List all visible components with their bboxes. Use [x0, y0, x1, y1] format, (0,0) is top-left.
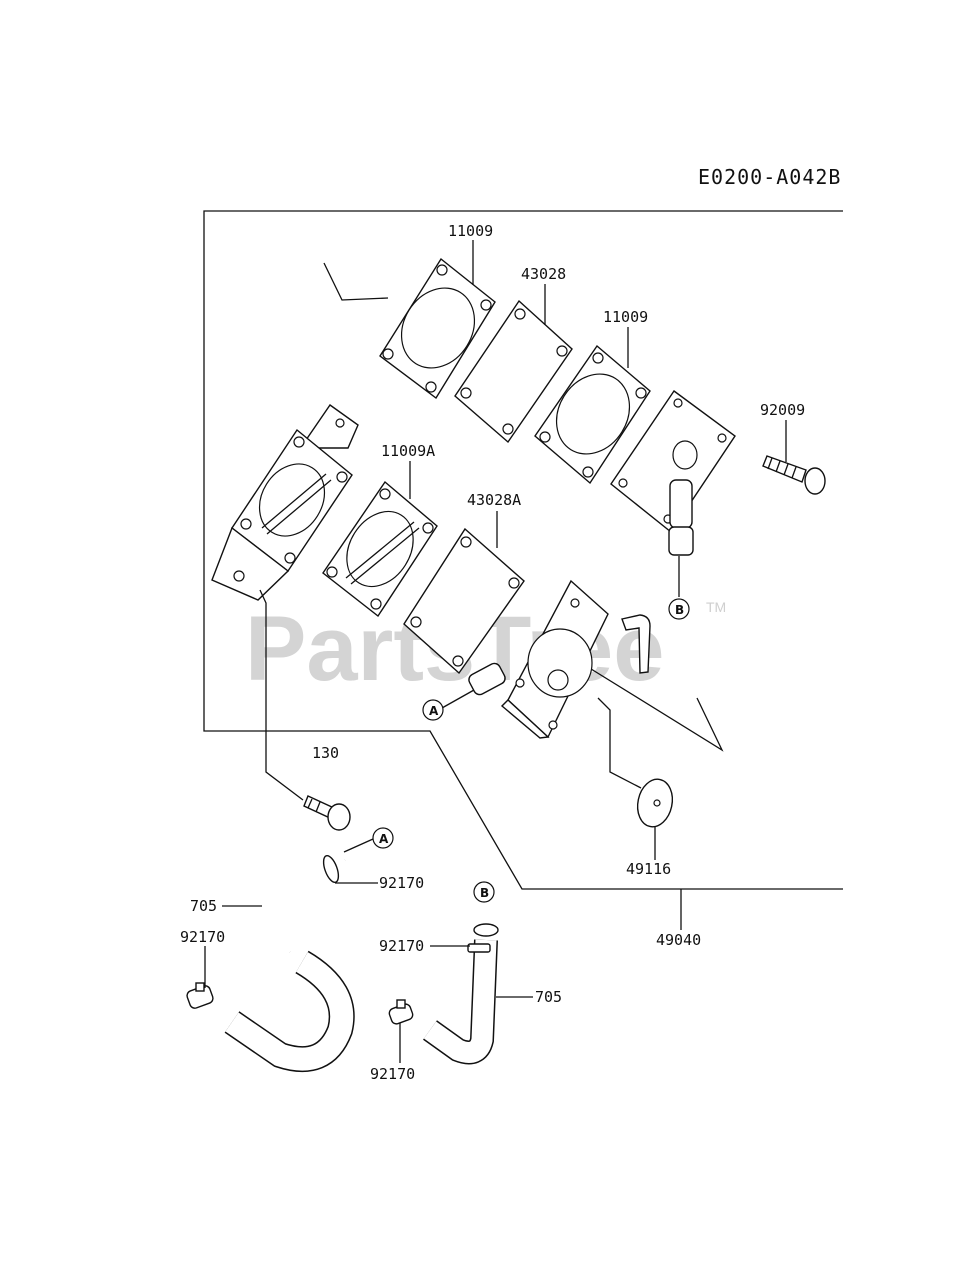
diaphragm-43028a[interactable]	[403, 527, 525, 675]
hose-705-left[interactable]	[224, 849, 355, 1073]
diagram-code: E0200-A042B	[698, 165, 841, 189]
label-49116: 49116	[626, 860, 671, 878]
svg-text:A: A	[379, 832, 389, 846]
label-92170-b: 92170	[180, 928, 225, 946]
valve-49116[interactable]	[633, 776, 676, 830]
assembly-frame	[203, 210, 843, 890]
clamp-92170-middle[interactable]	[388, 999, 414, 1025]
gasket-11009a[interactable]	[322, 480, 438, 618]
label-11009a: 11009A	[381, 442, 435, 460]
hose-705-right[interactable]	[423, 923, 499, 1065]
gasket-11009-right[interactable]	[534, 344, 651, 485]
clamp-92170-left[interactable]	[186, 982, 215, 1010]
pump-cover[interactable]	[610, 390, 736, 556]
svg-text:A: A	[429, 704, 439, 718]
label-92170-d: 92170	[370, 1065, 415, 1083]
label-705-b: 705	[535, 988, 562, 1006]
gasket-11009-top[interactable]	[379, 257, 496, 400]
label-11009-top: 11009	[448, 222, 493, 240]
label-130: 130	[312, 744, 339, 762]
screw-92009[interactable]	[762, 455, 826, 495]
ref-marker-b-pump: B	[668, 598, 690, 620]
leader-lines	[204, 240, 787, 1063]
label-92170-c: 92170	[379, 937, 424, 955]
label-11009-right: 11009	[603, 308, 648, 326]
pump-lower-body[interactable]	[467, 579, 651, 739]
label-705-a: 705	[190, 897, 217, 915]
label-43028a: 43028A	[467, 491, 521, 509]
part-labels: 11009 43028 11009 92009 11009A 43028A 13…	[180, 222, 805, 1083]
bolt-130[interactable]	[303, 795, 351, 831]
explode-guides	[323, 262, 724, 752]
ref-marker-a-pump: A	[422, 699, 444, 721]
watermark-trademark: TM	[706, 599, 726, 615]
label-49040: 49040	[656, 931, 701, 949]
svg-text:B: B	[675, 603, 684, 617]
label-92170-a: 92170	[379, 874, 424, 892]
label-92009: 92009	[760, 401, 805, 419]
diaphragm-43028[interactable]	[454, 299, 573, 444]
svg-text:B: B	[480, 886, 489, 900]
ref-marker-b-hose: B	[473, 881, 495, 903]
label-43028: 43028	[521, 265, 566, 283]
pump-body-flange[interactable]	[211, 404, 359, 601]
ref-marker-a-hose: A	[372, 827, 394, 849]
